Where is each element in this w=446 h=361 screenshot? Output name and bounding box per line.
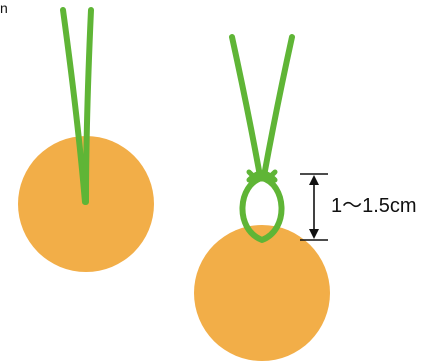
dimension-indicator: 1〜1.5cm	[300, 173, 417, 241]
right-fruit	[194, 225, 330, 361]
right-figure	[194, 34, 330, 361]
left-figure	[18, 7, 154, 272]
stem-loop	[239, 175, 285, 243]
corner-label: n	[0, 0, 8, 16]
right-stem-right	[261, 34, 295, 179]
left-stem-inner	[83, 7, 94, 205]
dimension-arrow-down	[309, 229, 319, 239]
right-stem-left	[229, 34, 263, 179]
dimension-arrow-up	[309, 175, 319, 185]
measurement-label: 1〜1.5cm	[331, 195, 417, 217]
